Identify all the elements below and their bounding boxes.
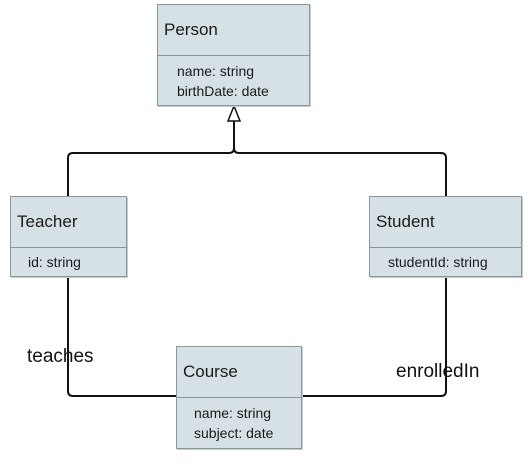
class-course-name: Course	[177, 347, 301, 398]
generalization-student-to-person	[233, 147, 447, 196]
attribute: name: string	[194, 405, 272, 421]
attribute: subject: date	[194, 425, 274, 441]
association-teaches	[67, 277, 176, 397]
class-person-name: Person	[158, 5, 309, 56]
attribute: birthDate: date	[177, 83, 269, 99]
attribute: id: string	[28, 254, 81, 270]
generalization-arrowhead-icon	[226, 103, 242, 122]
association-label-enrolled-in: enrolledIn	[396, 361, 480, 382]
class-course-attributes: name: string subject: date	[177, 398, 301, 443]
class-student[interactable]: Student studentId: string	[369, 196, 522, 277]
class-person-attributes: name: string birthDate: date	[158, 56, 309, 101]
association-label-teaches: teaches	[27, 346, 94, 367]
class-teacher-name: Teacher	[11, 197, 126, 248]
class-student-name: Student	[370, 197, 521, 248]
class-teacher-attributes: id: string	[11, 248, 126, 272]
class-person[interactable]: Person name: string birthDate: date	[157, 4, 310, 106]
attribute: name: string	[177, 63, 255, 79]
class-student-attributes: studentId: string	[370, 248, 521, 272]
association-enrolled-in	[302, 277, 447, 397]
class-teacher[interactable]: Teacher id: string	[10, 196, 127, 277]
generalization-teacher-to-person	[67, 121, 235, 196]
attribute: studentId: string	[388, 254, 488, 270]
class-course[interactable]: Course name: string subject: date	[176, 346, 302, 449]
